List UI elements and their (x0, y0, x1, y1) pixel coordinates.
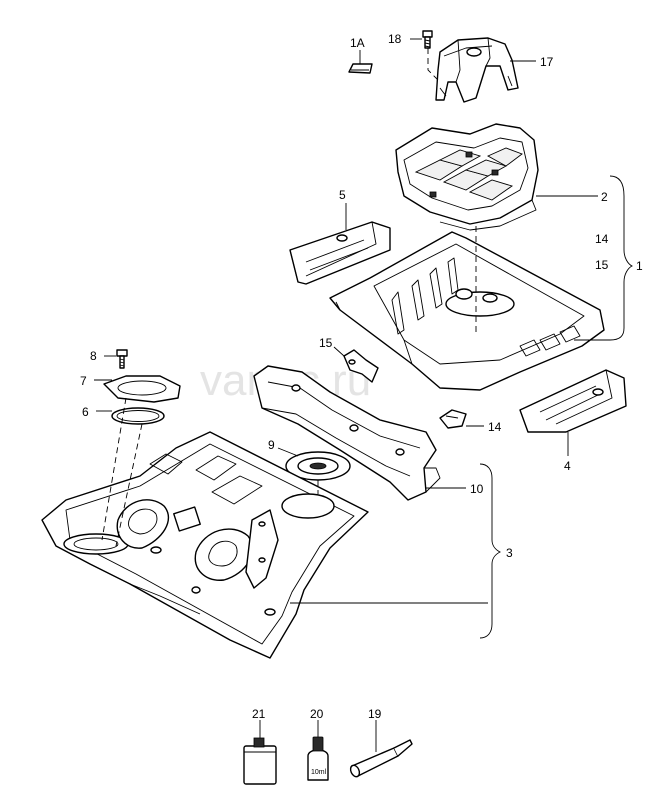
part-1a-pad (348, 63, 373, 74)
leader-lines (94, 38, 634, 752)
callout-2: 2 (601, 190, 608, 204)
callout-1a: 1A (350, 36, 365, 50)
part-18-bolt (422, 30, 433, 49)
part-5-side-panel (289, 221, 391, 285)
part-7-cover (103, 375, 181, 403)
callout-15-lower: 15 (319, 336, 333, 350)
callout-19: 19 (368, 707, 382, 721)
callout-6: 6 (82, 405, 89, 419)
part-2-tray (395, 123, 539, 231)
callout-14-lower: 14 (488, 420, 502, 434)
callout-1: 1 (636, 259, 643, 273)
callout-21: 21 (252, 707, 266, 721)
part-6-seal (111, 407, 165, 425)
callout-17: 17 (540, 55, 554, 69)
part-19-tube (349, 739, 413, 778)
callout-14-upper: 14 (595, 232, 609, 246)
part-8-screw (116, 349, 128, 369)
part-9-speaker (285, 451, 351, 481)
callout-9: 9 (268, 438, 275, 452)
part-21-can (243, 737, 277, 785)
part-10-cross-member (253, 365, 441, 501)
part-20-bottle: 10ml (307, 736, 329, 781)
bottle-label: 10ml (311, 769, 327, 776)
callout-labels: 1A 18 17 2 5 14 15 1 15 8 7 6 14 4 9 10 … (80, 32, 643, 721)
callout-7: 7 (80, 374, 87, 388)
callout-20: 20 (310, 707, 324, 721)
callout-8: 8 (90, 349, 97, 363)
part-14-clip (439, 409, 467, 429)
part-1-wheel-well (329, 231, 605, 391)
part-15-clip (343, 349, 379, 383)
callout-5: 5 (339, 188, 346, 202)
callout-10: 10 (470, 482, 484, 496)
part-3-floor-pan (41, 431, 369, 659)
part-4-side-sill (519, 369, 627, 433)
callout-18: 18 (388, 32, 402, 46)
callout-4: 4 (564, 459, 571, 473)
part-17-bracket (435, 37, 519, 103)
callout-15-upper: 15 (595, 258, 609, 272)
callout-3: 3 (506, 546, 513, 560)
